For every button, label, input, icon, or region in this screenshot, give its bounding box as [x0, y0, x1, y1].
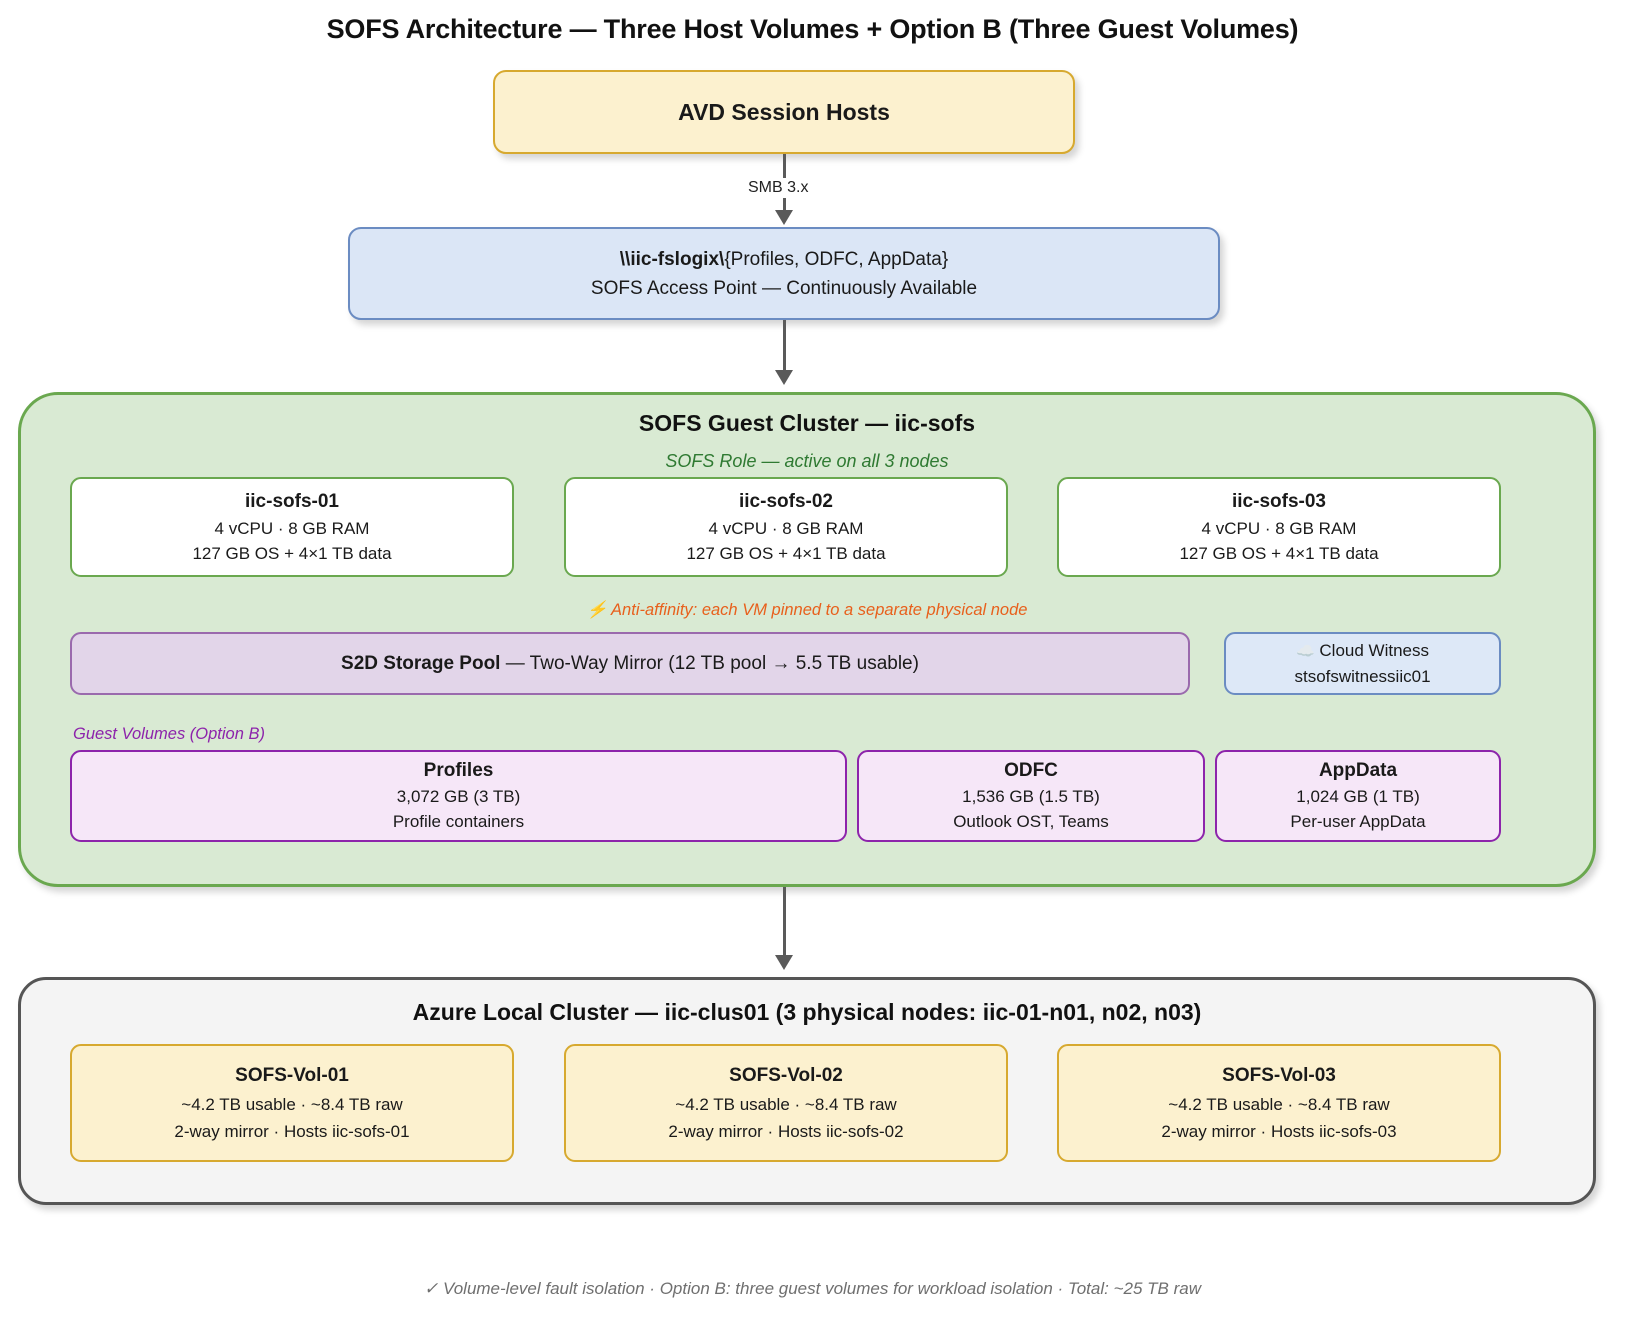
host-volume-card-2[interactable]: SOFS-Vol-02 ~4.2 TB usable · ~8.4 TB raw…	[564, 1044, 1008, 1162]
cloud-witness-node[interactable]: ☁️ Cloud Witness stsofswitnessiic01	[1224, 632, 1501, 695]
arrowhead-cluster-to-azure-local	[775, 955, 793, 970]
sofs-node-name: iic-sofs-03	[1232, 490, 1326, 512]
host-volume-detail: 2-way mirror · Hosts iic-sofs-02	[668, 1121, 904, 1141]
host-volume-name: SOFS-Vol-03	[1222, 1064, 1336, 1086]
cloud-witness-title-row: ☁️ Cloud Witness	[1296, 638, 1429, 664]
arrowhead-share-to-cluster	[775, 370, 793, 385]
fslogix-share-node[interactable]: \\iic-fslogix\{Profiles, ODFC, AppData} …	[348, 227, 1220, 320]
footer-summary: ✓ Volume-level fault isolation · Option …	[424, 1279, 1201, 1298]
azure-local-cluster-container: Azure Local Cluster — iic-clus01 (3 phys…	[18, 977, 1596, 1205]
host-volume-name: SOFS-Vol-02	[729, 1064, 843, 1086]
cloud-icon: ☁️	[1295, 643, 1315, 660]
anti-affinity-note: ⚡ Anti-affinity: each VM pinned to a sep…	[586, 601, 1028, 619]
host-volume-capacity: ~4.2 TB usable · ~8.4 TB raw	[1168, 1094, 1390, 1114]
cloud-witness-title: Cloud Witness	[1319, 641, 1430, 660]
guest-volumes-label: Guest Volumes (Option B)	[73, 725, 265, 743]
sofs-node-disks: 127 GB OS + 4×1 TB data	[192, 543, 392, 563]
connector-label-smb: SMB 3.x	[744, 178, 813, 198]
sofs-node-name: iic-sofs-01	[245, 490, 339, 512]
sofs-node-disks: 127 GB OS + 4×1 TB data	[1179, 543, 1379, 563]
avd-session-hosts-label: AVD Session Hosts	[678, 98, 890, 125]
sofs-node-card-2[interactable]: iic-sofs-02 4 vCPU · 8 GB RAM 127 GB OS …	[564, 477, 1008, 577]
s2d-storage-pool-title: S2D Storage Pool	[341, 652, 501, 674]
sofs-role-note: SOFS Role — active on all 3 nodes	[665, 451, 949, 471]
azure-local-cluster-heading: Azure Local Cluster — iic-clus01 (3 phys…	[412, 999, 1202, 1025]
page-title: SOFS Architecture — Three Host Volumes +…	[326, 14, 1299, 44]
sofs-node-spec: 4 vCPU · 8 GB RAM	[708, 518, 864, 538]
guest-volume-card-odfc[interactable]: ODFC 1,536 GB (1.5 TB) Outlook OST, Team…	[857, 750, 1205, 842]
host-volume-name: SOFS-Vol-01	[235, 1064, 349, 1086]
s2d-storage-pool-node[interactable]: S2D Storage Pool — Two-Way Mirror (12 TB…	[70, 632, 1190, 695]
host-volume-detail: 2-way mirror · Hosts iic-sofs-01	[174, 1121, 410, 1141]
s2d-storage-pool-detail: — Two-Way Mirror (12 TB pool → 5.5 TB us…	[500, 652, 919, 674]
avd-session-hosts-node[interactable]: AVD Session Hosts	[493, 70, 1075, 154]
guest-volume-size: 1,536 GB (1.5 TB)	[962, 787, 1100, 806]
sofs-node-spec: 4 vCPU · 8 GB RAM	[214, 518, 370, 538]
fslogix-share-path-bold: \\iic-fslogix\	[619, 248, 725, 270]
guest-volume-name: ODFC	[1004, 760, 1058, 781]
connector-cluster-to-azure-local	[783, 887, 786, 959]
guest-volume-desc: Profile containers	[392, 812, 525, 831]
sofs-guest-cluster-container: SOFS Guest Cluster — iic-sofs SOFS Role …	[18, 392, 1596, 887]
host-volume-card-1[interactable]: SOFS-Vol-01 ~4.2 TB usable · ~8.4 TB raw…	[70, 1044, 514, 1162]
guest-volume-card-profiles[interactable]: Profiles 3,072 GB (3 TB) Profile contain…	[70, 750, 847, 842]
sofs-node-card-1[interactable]: iic-sofs-01 4 vCPU · 8 GB RAM 127 GB OS …	[70, 477, 514, 577]
fslogix-share-subtitle: SOFS Access Point — Continuously Availab…	[590, 277, 978, 299]
arrowhead-avd-to-share	[775, 210, 793, 225]
s2d-storage-pool-text: S2D Storage Pool — Two-Way Mirror (12 TB…	[341, 653, 919, 675]
sofs-node-card-3[interactable]: iic-sofs-03 4 vCPU · 8 GB RAM 127 GB OS …	[1057, 477, 1501, 577]
guest-volume-size: 3,072 GB (3 TB)	[396, 787, 521, 806]
connector-share-to-cluster	[783, 320, 786, 372]
host-volume-detail: 2-way mirror · Hosts iic-sofs-03	[1161, 1121, 1397, 1141]
guest-volume-name: AppData	[1318, 760, 1398, 781]
host-volume-card-3[interactable]: SOFS-Vol-03 ~4.2 TB usable · ~8.4 TB raw…	[1057, 1044, 1501, 1162]
guest-volume-size: 1,024 GB (1 TB)	[1296, 787, 1420, 806]
host-volume-capacity: ~4.2 TB usable · ~8.4 TB raw	[181, 1094, 403, 1114]
guest-volume-name: Profiles	[423, 760, 494, 781]
guest-volume-desc: Per-user AppData	[1290, 812, 1426, 831]
host-volume-capacity: ~4.2 TB usable · ~8.4 TB raw	[675, 1094, 897, 1114]
guest-volume-desc: Outlook OST, Teams	[953, 812, 1109, 831]
fslogix-share-path: \\iic-fslogix\{Profiles, ODFC, AppData}	[620, 245, 948, 274]
sofs-guest-cluster-heading: SOFS Guest Cluster — iic-sofs	[638, 410, 976, 436]
fslogix-share-path-rest: {Profiles, ODFC, AppData}	[724, 248, 949, 270]
sofs-node-name: iic-sofs-02	[739, 490, 833, 512]
guest-volume-card-appdata[interactable]: AppData 1,024 GB (1 TB) Per-user AppData	[1215, 750, 1501, 842]
sofs-node-spec: 4 vCPU · 8 GB RAM	[1201, 518, 1357, 538]
cloud-witness-account: stsofswitnessiic01	[1294, 667, 1431, 686]
sofs-node-disks: 127 GB OS + 4×1 TB data	[686, 543, 886, 563]
